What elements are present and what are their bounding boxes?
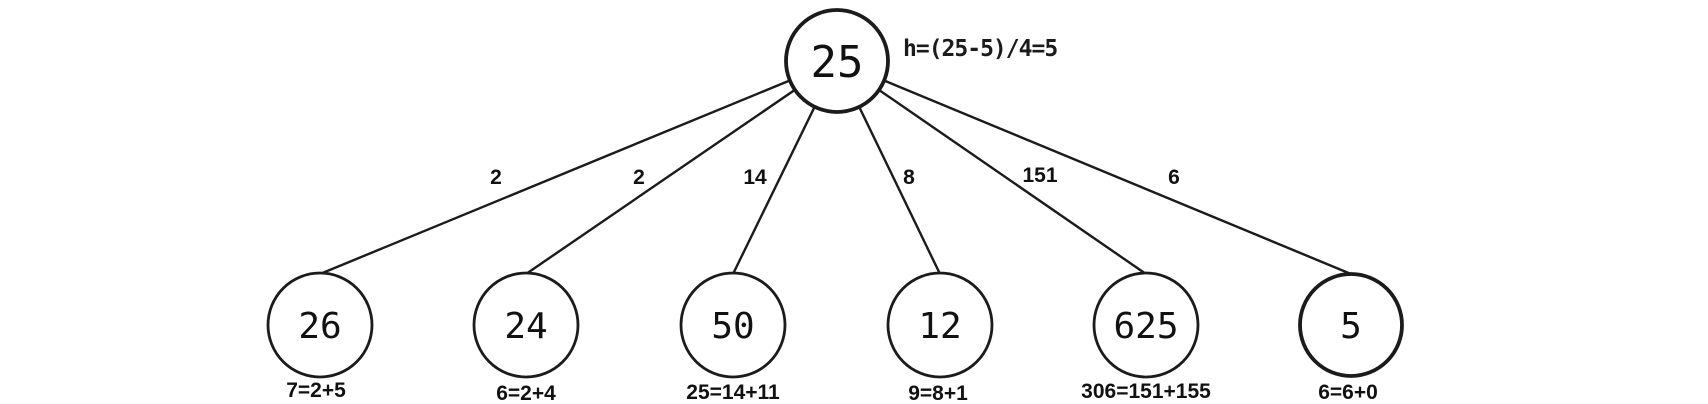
node-circle: [472, 271, 580, 379]
edge-line-4: [835, 59, 1148, 276]
root-node: 25 h=(25-5)/4=5: [784, 8, 1058, 114]
child-node-50: 50 25=14+11: [679, 271, 787, 404]
edge-line-1: [524, 59, 839, 276]
child-node-12: 12 9=8+1: [886, 271, 994, 404]
node-label: 50: [711, 306, 754, 347]
child-node-24: 24 6=2+4: [472, 271, 580, 404]
node-caption: 6=2+4: [496, 382, 556, 404]
node-circle: [886, 271, 994, 379]
node-circle: [1092, 271, 1200, 379]
edge-weight-label: 151: [1022, 164, 1057, 187]
edge-line-0: [318, 59, 839, 276]
edge-weight-label: 6: [1168, 166, 1180, 189]
node-circle: [679, 271, 787, 379]
root-node-circle: [784, 8, 890, 114]
node-caption: 7=2+5: [286, 379, 346, 402]
node-label: 5: [1340, 306, 1362, 347]
node-label: 625: [1113, 306, 1178, 347]
child-node-26: 26 7=2+5: [266, 271, 374, 402]
edge-weight-label: 2: [490, 166, 502, 189]
child-node-625: 625 306=151+155: [1081, 271, 1211, 403]
node-label: 24: [504, 306, 547, 347]
goal-node-circle: [1298, 272, 1404, 378]
child-node-5-goal: 5 6=6+0: [1298, 272, 1404, 404]
node-caption: 25=14+11: [686, 381, 780, 404]
child-nodes: 26 7=2+5 24 6=2+4 50 25=14+11 12 9=8+1 6…: [266, 271, 1404, 404]
edge-weight-label: 14: [743, 166, 767, 189]
node-caption: 9=8+1: [908, 382, 968, 404]
edge-weight-label: 8: [903, 166, 915, 189]
goal-node-caption: 6=6+0: [1318, 381, 1378, 404]
edge-line-5: [835, 59, 1353, 276]
edge-weight-label: 2: [633, 166, 645, 189]
node-caption: 306=151+155: [1081, 380, 1211, 403]
heuristic-annotation: h=(25-5)/4=5: [903, 36, 1057, 62]
root-node-label: 25: [811, 37, 864, 88]
node-label: 12: [918, 306, 961, 347]
node-label: 26: [298, 306, 341, 347]
edge-labels: 2 2 14 8 151 6: [490, 164, 1180, 189]
node-circle: [266, 271, 374, 379]
